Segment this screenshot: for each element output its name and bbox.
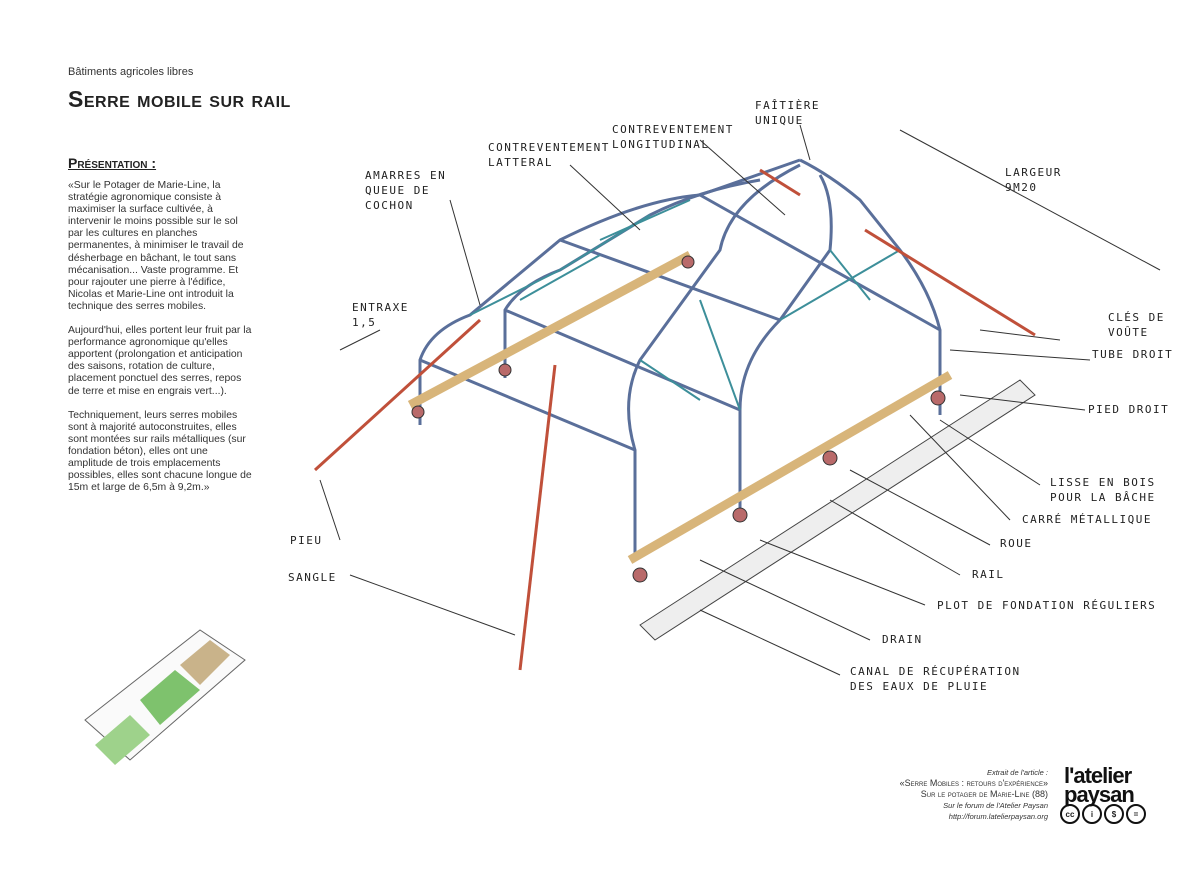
paragraph: «Sur le Potager de Marie-Line, la straté…	[68, 180, 244, 312]
credit-forum: Sur le forum de l'Atelier Paysan	[943, 801, 1048, 810]
label-rail: Rail	[972, 568, 1005, 581]
label-pieu: Pieu	[290, 534, 323, 547]
label-pied-droit: Pied droit	[1088, 403, 1170, 416]
label-canal: Canal de récupération des eaux de pluie	[850, 665, 1021, 693]
subtitle: Bâtiments agricoles libres	[68, 66, 194, 78]
label-entraxe: Entraxe 1,5	[352, 301, 409, 329]
nc-icon: $	[1104, 804, 1124, 824]
label-sangle: Sangle	[288, 571, 337, 584]
bracing	[469, 199, 901, 411]
straps	[313, 168, 1036, 671]
credit-intro: Extrait de l'article :	[986, 768, 1048, 777]
label-drain: Drain	[882, 633, 923, 646]
frame-arches	[418, 158, 942, 555]
cc-icon: cc	[1060, 804, 1080, 824]
label-amarres: Amarres en queue de cochon	[365, 169, 447, 212]
credit-url[interactable]: http://forum.latelierpaysan.org	[948, 812, 1048, 821]
inset-sketch	[84, 629, 246, 765]
credit-article: «Serre Mobiles : retours d'expérience»	[899, 778, 1048, 788]
wheels	[411, 255, 946, 583]
by-icon: i	[1082, 804, 1102, 824]
label-largeur: Largeur 9m20	[1005, 166, 1062, 194]
logo-line: l'atelier	[1064, 763, 1132, 788]
paragraph: Techniquement, leurs serres mobiles sont…	[68, 409, 252, 494]
label-contreventement-longitudinal: Contreventement longitudinal	[612, 123, 734, 151]
label-plot: Plot de fondation réguliers	[937, 599, 1157, 612]
creative-commons-badge: cc i $ =	[1060, 804, 1146, 824]
sa-icon: =	[1126, 804, 1146, 824]
paragraph: Aujourd'hui, elles portent leur fruit pa…	[68, 325, 252, 397]
drain-channel	[639, 379, 1036, 641]
label-faitiere: Faîtière unique	[755, 99, 820, 127]
label-roue: Roue	[1000, 537, 1033, 550]
label-tube-droit: Tube droit	[1092, 348, 1174, 361]
label-lisse: Lisse en bois pour la bâche	[1050, 476, 1156, 504]
credit-block: Extrait de l'article : «Serre Mobiles : …	[900, 767, 1048, 822]
wood-rails	[407, 251, 953, 564]
logo-line: paysan	[1064, 782, 1135, 807]
leader-lines	[319, 124, 1161, 676]
page-title: Serre mobile sur rail	[68, 86, 291, 112]
label-cles-de-voute: Clés de voûte	[1108, 311, 1165, 339]
label-contreventement-lateral: Contreventement latteral	[488, 141, 610, 169]
section-heading: Présentation :	[68, 155, 157, 171]
credit-location: Sur le potager de Marie-Line (88)	[920, 789, 1048, 799]
label-carre: Carré métallique	[1022, 513, 1152, 526]
presentation-text: «Sur le Potager de Marie-Line, la straté…	[68, 180, 253, 506]
